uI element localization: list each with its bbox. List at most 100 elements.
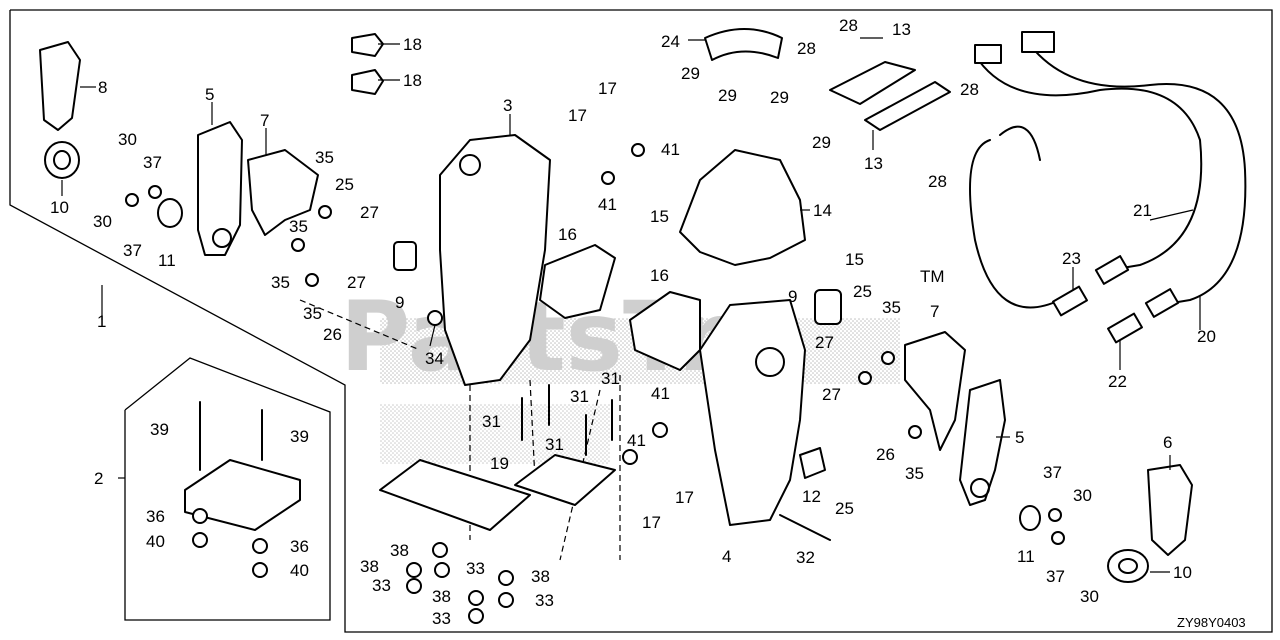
part-9-pad-right: [814, 289, 842, 325]
callout-27-a: 27: [360, 203, 379, 222]
callout-1: 1: [97, 312, 106, 331]
part-7-neutral-cover-right: [904, 331, 966, 451]
callout-10-right: 10: [1173, 563, 1192, 582]
part-23-connector: [1052, 285, 1088, 317]
part-5-lever-right: [959, 379, 1006, 506]
part-19-gasket: [514, 454, 616, 506]
part-16-right: [629, 291, 701, 371]
callout-26-b: 26: [876, 445, 895, 464]
callout-33-b: 33: [372, 576, 391, 595]
callouts: 1 2 3 4 5 5 6 7 7 8 9 9 10 10 11 11 12 1…: [50, 16, 1216, 628]
part-18-plug-a: [351, 33, 384, 57]
callout-29-d: 29: [812, 133, 831, 152]
part-13-bracket-a: [829, 61, 916, 105]
part-9-pad-left: [393, 241, 417, 271]
callout-27-d: 27: [822, 385, 841, 404]
part-16-left: [539, 244, 616, 319]
callout-9-right: 9: [788, 287, 797, 306]
callout-17-a: 17: [568, 106, 587, 125]
callout-33-c: 33: [535, 591, 554, 610]
part-11-right: [1019, 505, 1041, 531]
callout-29-b: 29: [718, 86, 737, 105]
callout-27-c: 27: [815, 333, 834, 352]
explode-lines: [299, 299, 621, 561]
callout-35-f: 35: [905, 464, 924, 483]
callout-30-a: 30: [118, 130, 137, 149]
part-20-loop: [999, 125, 1041, 161]
callout-25-a: 25: [335, 175, 354, 194]
callout-35-e: 35: [882, 298, 901, 317]
connector-mid-a: [1094, 255, 1130, 285]
callout-33-d: 33: [432, 609, 451, 628]
callout-41-c: 41: [651, 384, 670, 403]
callout-16-left: 16: [558, 225, 577, 244]
callout-27-b: 27: [347, 273, 366, 292]
part-10-grommet-left: [44, 141, 80, 179]
callout-28-b: 28: [797, 39, 816, 58]
callout-31-d: 31: [545, 435, 564, 454]
callout-36-a: 36: [146, 507, 165, 526]
callout-31-a: 31: [601, 369, 620, 388]
assembly-frame: [9, 9, 1273, 633]
callout-9-left: 9: [395, 293, 404, 312]
part-4-housing-right: [699, 299, 806, 526]
callout-25-b: 25: [853, 282, 872, 301]
part-32-bolt: [779, 514, 831, 541]
part-18-plug-b: [351, 69, 384, 95]
callout-20: 20: [1197, 327, 1216, 346]
callout-32: 32: [796, 548, 815, 567]
callout-4: 4: [722, 547, 731, 566]
callout-19: 19: [490, 454, 509, 473]
part-21-cable: [974, 54, 1203, 271]
trademark-symbol: TM: [920, 267, 945, 286]
callout-10-left: 10: [50, 198, 69, 217]
callout-38-c: 38: [531, 567, 550, 586]
callout-6: 6: [1163, 433, 1172, 452]
callout-12: 12: [802, 487, 821, 506]
callout-2: 2: [94, 469, 103, 488]
callout-38-b: 38: [360, 557, 379, 576]
part-24-cover: [704, 28, 783, 61]
callout-36-b: 36: [290, 537, 309, 556]
callout-41-a: 41: [661, 140, 680, 159]
callout-8: 8: [98, 78, 107, 97]
callout-37-a: 37: [143, 153, 162, 172]
callout-40-b: 40: [290, 561, 309, 580]
callout-35-d: 35: [303, 304, 322, 323]
mount-kit-frame: [124, 357, 331, 621]
callout-35-b: 35: [289, 217, 308, 236]
callout-23: 23: [1062, 249, 1081, 268]
callout-17-b: 17: [598, 79, 617, 98]
callout-15-left: 15: [650, 207, 669, 226]
gasket-plate: [379, 459, 531, 531]
part-8-handle-cover: [39, 41, 81, 131]
connector-top-b: [1021, 31, 1055, 53]
callout-37-b: 37: [123, 241, 142, 260]
callout-21: 21: [1133, 201, 1152, 220]
callout-33-a: 33: [466, 559, 485, 578]
leader-lines: [61, 37, 1201, 573]
part-6-handle-right: [1147, 464, 1193, 556]
part-11-left: [157, 198, 183, 228]
callout-34: 34: [425, 349, 444, 368]
part-2-mount-block: [184, 459, 301, 531]
callout-25-c: 25: [835, 499, 854, 518]
connector-top-a: [974, 44, 1002, 64]
callout-41-b: 41: [598, 195, 617, 214]
callout-17-c: 17: [675, 488, 694, 507]
callout-29-c: 29: [770, 88, 789, 107]
part-14-top-cover: [679, 149, 806, 266]
part-22-connector: [1107, 312, 1143, 344]
callout-5-left: 5: [205, 85, 214, 104]
callout-5-right: 5: [1015, 428, 1024, 447]
callout-39-b: 39: [290, 427, 309, 446]
callout-11-left: 11: [158, 251, 176, 270]
callout-7-right: 7: [930, 302, 939, 321]
callout-35-a: 35: [315, 148, 334, 167]
callout-22: 22: [1108, 372, 1127, 391]
callout-35-c: 35: [271, 273, 290, 292]
callout-16-right: 16: [650, 266, 669, 285]
callout-24: 24: [661, 32, 680, 51]
callout-3: 3: [503, 96, 512, 115]
hardware: [125, 143, 1065, 624]
